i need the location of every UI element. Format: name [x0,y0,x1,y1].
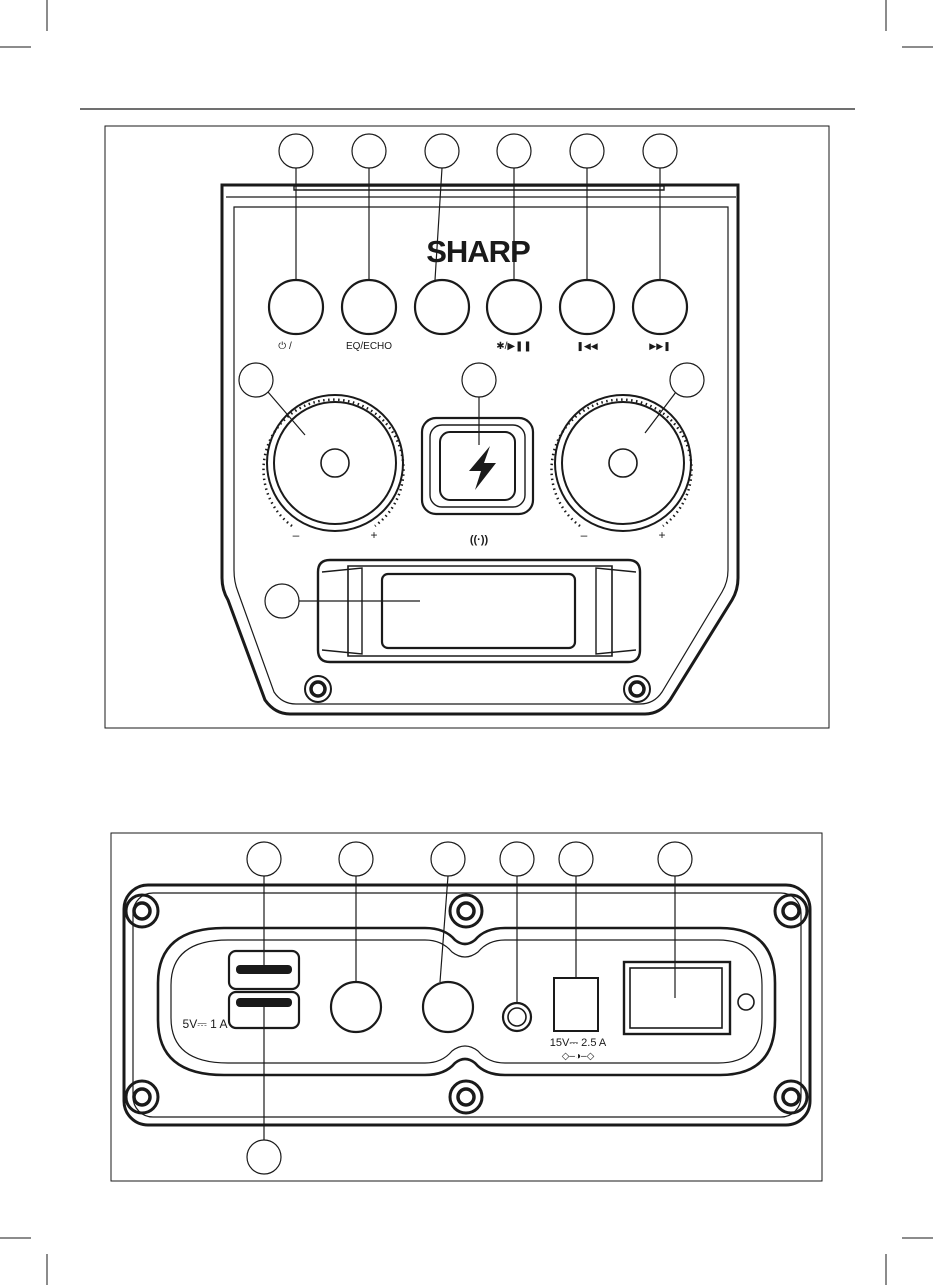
callout-circle [247,1140,281,1174]
rear-panel-figure: 5V⎓ 1 A 15V⎓ 2.5 A ◇–◑–◇ [111,833,822,1181]
rear-screw [450,1081,482,1113]
rear-screw-inner [783,903,799,919]
front-panel-figure: SHARP ⏻ / EQ/ECHO ✱/▶❚❚ ❚◀◀ ▶▶❚ – + [105,126,829,728]
eq-echo-button[interactable] [342,280,396,334]
front-screw-left [305,676,331,702]
wireless-charging-pad[interactable] [422,418,533,514]
display-bezel-right-wing [596,568,636,654]
rear-screw [126,895,158,927]
callout-circle [352,134,386,168]
rear-screw [775,895,807,927]
left-knob-center [321,449,349,477]
callout-circle [279,134,313,168]
right-knob-center [609,449,637,477]
callout-circle [670,363,704,397]
callout-circle [425,134,459,168]
lightning-bolt-icon [469,446,496,490]
display-bezel-outer [318,560,640,662]
front-screw-left-inner [311,682,325,696]
bluetooth-play-button-label: ✱/▶❚❚ [496,341,532,352]
callout-circle [339,842,373,876]
display-screen [382,574,575,648]
rear-screw [450,895,482,927]
rear-screw-inner [458,903,474,919]
callout-circle [247,842,281,876]
rear-screw [126,1081,158,1113]
display-bezel-left-wing [322,568,362,654]
power-button[interactable] [269,280,323,334]
power-button-label: ⏻ / [278,341,292,352]
callout-circle [462,363,496,397]
dc-polarity-symbol: ◇–◑–◇ [562,1051,595,1062]
previous-track-button-label: ❚◀◀ [576,341,597,352]
right-knob-plus: + [658,528,665,542]
input-jack-2[interactable] [423,982,473,1032]
right-knob-outer-ring [555,395,691,531]
callout-circle [570,134,604,168]
left-knob-plus: + [370,528,377,542]
front-screws [305,676,650,702]
top-slot [294,186,664,190]
rear-screw-inner [783,1089,799,1105]
dc-in-port[interactable] [554,978,598,1031]
front-screw-right [624,676,650,702]
right-knob-inner-ring [562,402,684,524]
callout-circle [431,842,465,876]
front-buttons [269,280,687,334]
right-knob-minus: – [581,528,588,542]
eq-echo-button-label: EQ/ECHO [346,341,392,352]
power-switch[interactable] [630,968,722,1028]
rear-screw-inner [134,1089,150,1105]
left-knob-minus: – [293,528,300,542]
front-screw-right-inner [630,682,644,696]
next-track-button[interactable] [633,280,687,334]
callout-circle [559,842,593,876]
callout-circle [497,134,531,168]
callout-circle [265,584,299,618]
right-knob[interactable] [552,395,692,531]
callout-leader [440,876,448,982]
callout-circle [643,134,677,168]
wireless-charge-symbol: ((·)) [470,534,489,546]
next-track-button-label: ▶▶❚ [649,341,670,352]
previous-track-button[interactable] [560,280,614,334]
callout-circle [658,842,692,876]
bluetooth-play-button[interactable] [487,280,541,334]
callout-circle [239,363,273,397]
usb-rating-label: 5V⎓ 1 A [183,1017,228,1031]
light-button[interactable] [415,280,469,334]
left-knob[interactable] [264,395,404,531]
power-switch-housing [624,962,730,1034]
rear-screw-inner [134,903,150,919]
display-bezel-mid [348,566,612,656]
indicator-led [738,994,754,1010]
callout-circle [500,842,534,876]
front-figure-frame [105,126,829,728]
dc-rating-label: 15V⎓ 2.5 A [550,1037,607,1049]
input-jack-1[interactable] [331,982,381,1032]
rear-screw-inner [458,1089,474,1105]
aux-jack-inner [508,1008,526,1026]
display-window [318,560,640,662]
rear-screw [775,1081,807,1113]
